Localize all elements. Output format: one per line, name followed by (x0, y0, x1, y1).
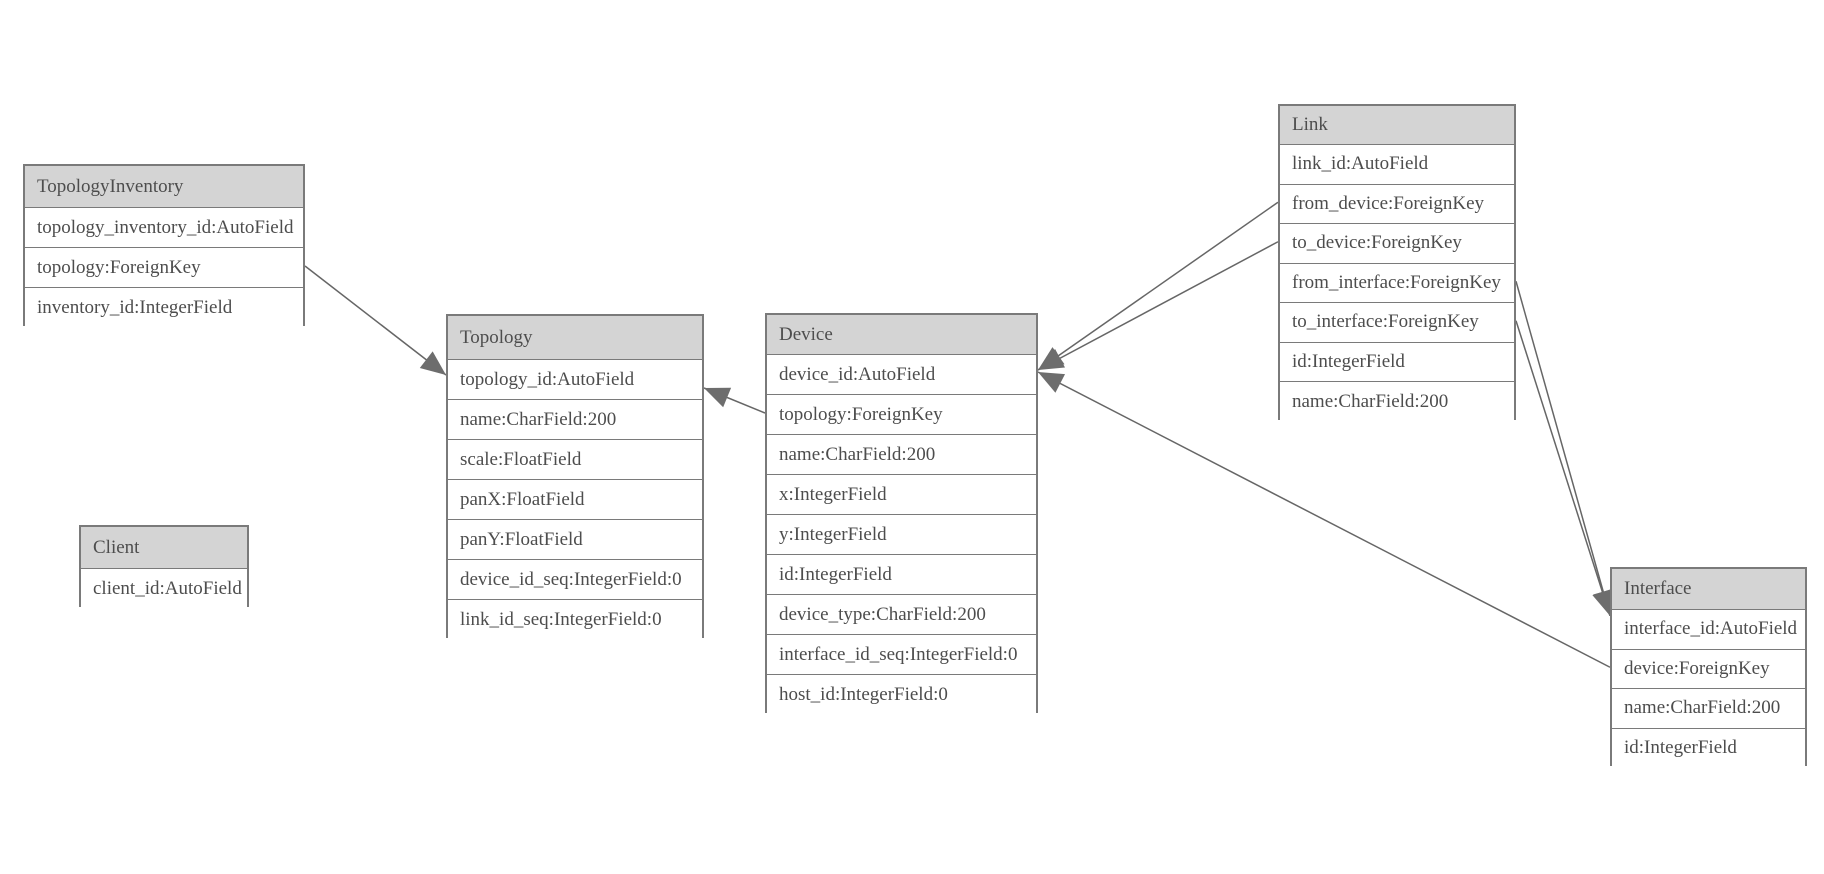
entity-field-row: name:CharField:200 (767, 435, 1036, 475)
entity-field-row: interface_id_seq:IntegerField:0 (767, 635, 1036, 675)
entity-field-row: id:IntegerField (1612, 728, 1805, 768)
entity-field-row: topology:ForeignKey (767, 395, 1036, 435)
entity-field-row: topology:ForeignKey (25, 248, 303, 288)
entity-field-row: x:IntegerField (767, 475, 1036, 515)
entity-title: Client (81, 527, 247, 569)
entity-title: TopologyInventory (25, 166, 303, 208)
entity-field-row: id:IntegerField (1280, 342, 1514, 382)
relation-line-link-to_device (1037, 241, 1279, 371)
entity-field-row: name:CharField:200 (448, 400, 702, 440)
entity-field-row: interface_id:AutoField (1612, 610, 1805, 650)
relation-arrowhead-icon (704, 387, 732, 408)
entity-title: Link (1280, 106, 1514, 145)
entity-field-row: device_type:CharField:200 (767, 595, 1036, 635)
relation-arrowhead-icon (1592, 588, 1613, 616)
entity-field-row: inventory_id:IntegerField (25, 288, 303, 328)
entity-title: Device (767, 315, 1036, 355)
entity-field-row: link_id:AutoField (1280, 145, 1514, 185)
entity-field-row: device:ForeignKey (1612, 649, 1805, 689)
entity-field-row: y:IntegerField (767, 515, 1036, 555)
relation-line-link-to_interface (1515, 320, 1611, 616)
entity-field-row: client_id:AutoField (81, 569, 247, 609)
relation-line-link-from_interface (1515, 281, 1611, 616)
entity-field-row: from_interface:ForeignKey (1280, 263, 1514, 303)
entity-field-row: topology_id:AutoField (448, 360, 702, 400)
relation-line-topologyinventory-topology (304, 265, 447, 376)
entity-field-row: name:CharField:200 (1280, 382, 1514, 422)
entity-field-row: from_device:ForeignKey (1280, 184, 1514, 224)
entity-field-row: host_id:IntegerField:0 (767, 675, 1036, 715)
entity-field-row: device_id:AutoField (767, 355, 1036, 395)
relation-arrowhead-icon (1038, 348, 1065, 370)
entity-field-row: panY:FloatField (448, 520, 702, 560)
relation-arrowhead-icon (419, 351, 446, 375)
entity-title: Interface (1612, 569, 1805, 610)
relation-arrowhead-icon (1038, 372, 1066, 393)
entity-field-row: topology_inventory_id:AutoField (25, 208, 303, 248)
entity-field-row: link_id_seq:IntegerField:0 (448, 600, 702, 640)
entity-field-row: panX:FloatField (448, 480, 702, 520)
entity-field-row: to_device:ForeignKey (1280, 224, 1514, 264)
relation-line-interface-device (1037, 371, 1611, 668)
relation-line-link-from_device (1037, 201, 1279, 371)
entity-field-row: scale:FloatField (448, 440, 702, 480)
entity-title: Topology (448, 316, 702, 360)
entity-field-row: device_id_seq:IntegerField:0 (448, 560, 702, 600)
entity-field-row: name:CharField:200 (1612, 689, 1805, 729)
entity-field-row: id:IntegerField (767, 555, 1036, 595)
entity-field-row: to_interface:ForeignKey (1280, 303, 1514, 343)
